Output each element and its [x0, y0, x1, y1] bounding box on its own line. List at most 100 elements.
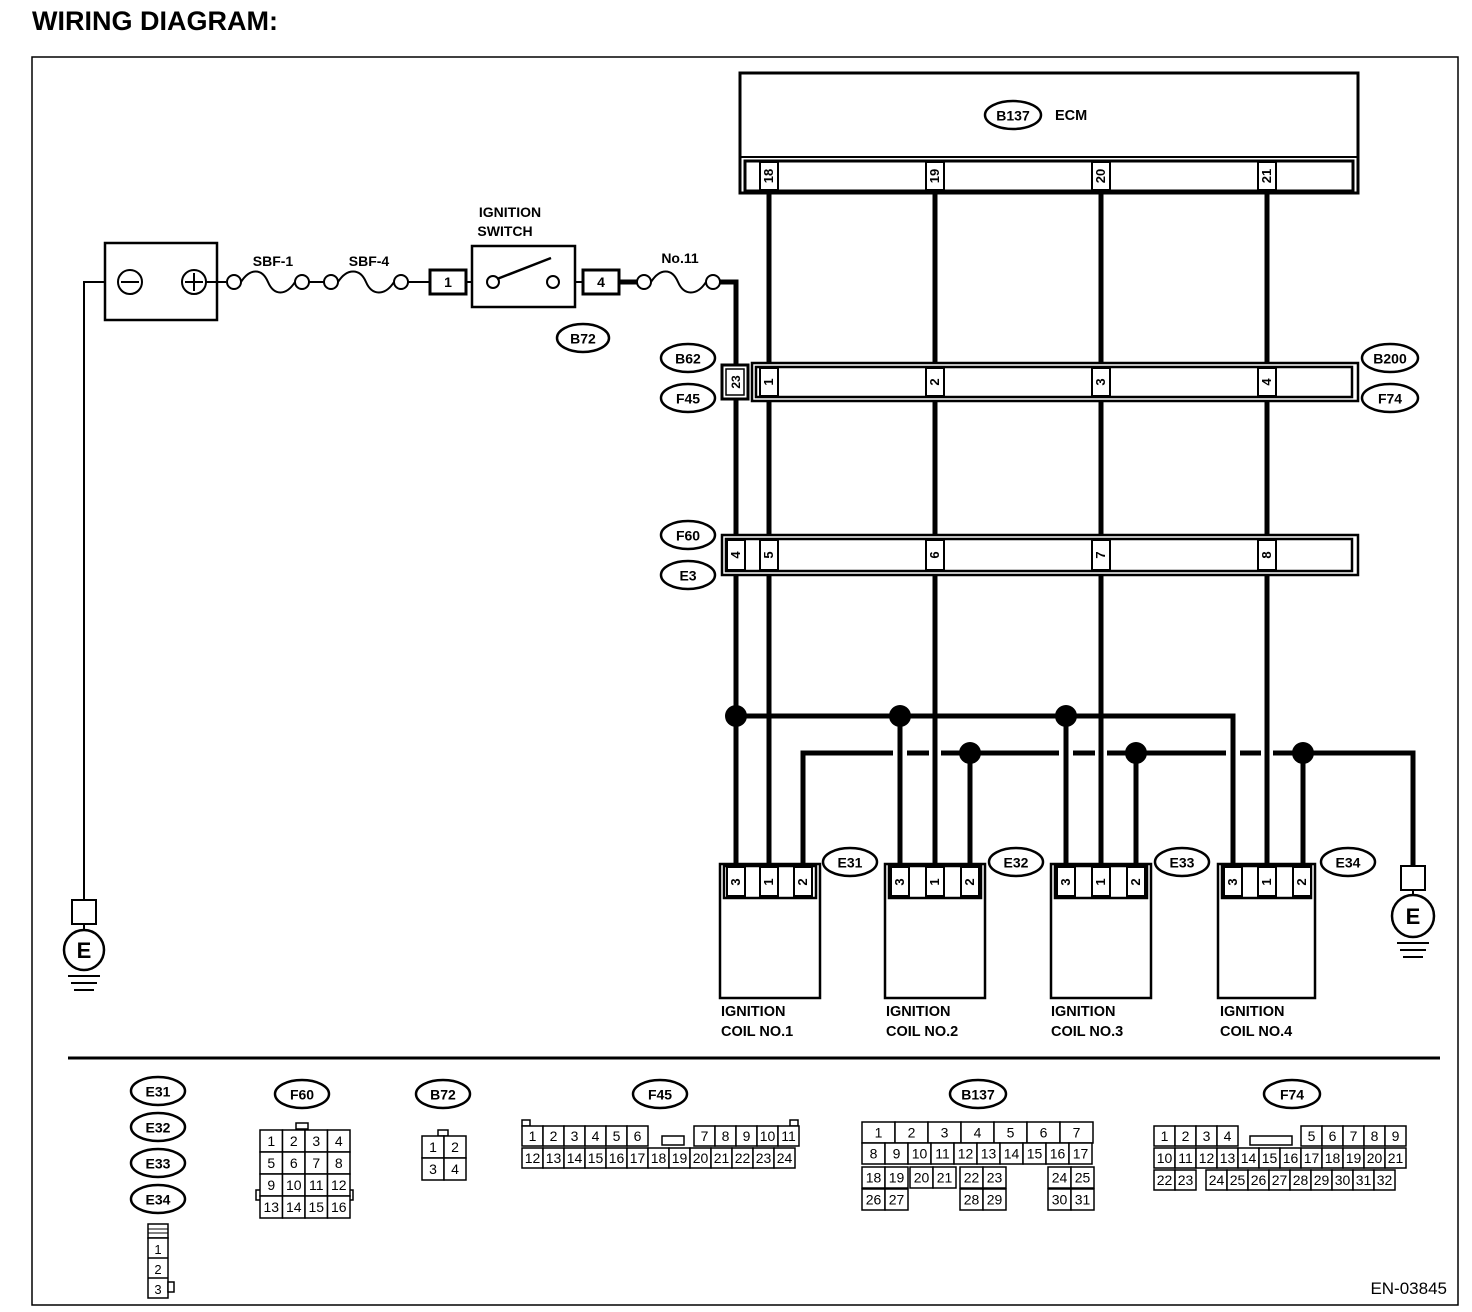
pin-number: 8	[870, 1146, 878, 1162]
power-bus-joints	[725, 705, 1077, 727]
pin-number: 16	[331, 1199, 347, 1215]
pin-number: 3	[312, 1133, 320, 1149]
legend-coil-connector: E31 E32 E33 E34 1 2 3	[129, 1075, 187, 1299]
ignition-switch: 1 4	[428, 244, 621, 309]
diagram-title: WIRING DIAGRAM:	[32, 6, 278, 36]
pin-number: 19	[672, 1150, 688, 1166]
pin-cell	[1384, 1125, 1407, 1147]
pin-cell	[884, 1166, 909, 1189]
pin-number: 7	[701, 1128, 709, 1144]
pin-number: 27	[889, 1192, 905, 1208]
pin-number: 24	[1052, 1170, 1068, 1186]
svg-text:3: 3	[1058, 878, 1073, 885]
pin-number: 19	[1346, 1150, 1362, 1166]
ignition-switch-pin-4: 4	[597, 274, 605, 290]
ignition-switch-pin-1: 1	[444, 274, 452, 290]
pin-number: 24	[1209, 1172, 1225, 1188]
svg-text:E31: E31	[146, 1084, 171, 1100]
pin-number: 4	[451, 1161, 459, 1177]
pin-cell	[982, 1166, 1007, 1189]
svg-text:B137: B137	[996, 108, 1030, 124]
joint2-pin-6: 6	[925, 539, 945, 571]
connector-tag-f45: F45	[659, 382, 717, 414]
coil-3-label-2: COIL NO.3	[1051, 1024, 1123, 1040]
pin-number: 1	[875, 1125, 883, 1141]
pin-number: 15	[1027, 1146, 1043, 1162]
coil-4-connector: E34	[1336, 855, 1361, 871]
pin-number: 7	[1073, 1125, 1081, 1141]
pin-number: 9	[267, 1177, 275, 1193]
pin-number: 24	[777, 1150, 793, 1166]
pin-number: 11	[781, 1128, 796, 1144]
svg-text:5: 5	[761, 551, 776, 558]
pin-number: 31	[1075, 1192, 1091, 1208]
pin-number: 1	[1161, 1128, 1169, 1144]
svg-text:F45: F45	[648, 1087, 672, 1103]
pin-number: 5	[613, 1128, 621, 1144]
svg-text:18: 18	[761, 169, 776, 183]
svg-text:1: 1	[1093, 878, 1108, 885]
pin-number: 3	[571, 1128, 579, 1144]
ground-left: E	[62, 899, 106, 991]
ecm-pin-18: 18	[759, 161, 779, 191]
svg-text:2: 2	[154, 1262, 161, 1277]
coil-4-label-2: COIL NO.4	[1220, 1024, 1292, 1040]
pin-cell	[932, 1166, 957, 1189]
svg-text:E32: E32	[146, 1120, 171, 1136]
pin-number: 9	[743, 1128, 751, 1144]
battery	[103, 241, 219, 322]
pin-number: 6	[634, 1128, 642, 1144]
pin-number: 17	[1304, 1150, 1320, 1166]
svg-text:F60: F60	[676, 528, 700, 544]
pin-number: 20	[914, 1170, 930, 1186]
pin-number: 10	[1157, 1150, 1173, 1166]
ecm-signal-wires	[766, 191, 1270, 864]
svg-text:E33: E33	[146, 1156, 171, 1172]
svg-text:B72: B72	[430, 1087, 456, 1103]
pin-cell	[1070, 1188, 1095, 1211]
pin-number: 2	[550, 1128, 558, 1144]
pin-cell	[1384, 1147, 1407, 1169]
joint1-power-pin: 23	[729, 375, 743, 389]
pin-number: 18	[866, 1170, 882, 1186]
diagram-code: EN-03845	[1370, 1279, 1447, 1298]
svg-text:B137: B137	[961, 1087, 995, 1103]
coil-3-label-1: IGNITION	[1051, 1004, 1115, 1020]
pin-number: 2	[290, 1133, 298, 1149]
joint2-pin-5: 5	[759, 539, 779, 571]
pin-number: 29	[1314, 1172, 1330, 1188]
svg-text:E3: E3	[679, 568, 696, 584]
pin-number: 13	[1220, 1150, 1236, 1166]
pin-number: 21	[937, 1170, 953, 1186]
pin-number: 1	[429, 1139, 437, 1155]
pin-number: 22	[964, 1170, 980, 1186]
pin-number: 13	[981, 1146, 997, 1162]
svg-text:3: 3	[1093, 378, 1108, 385]
power-line	[206, 270, 472, 294]
pin-number: 21	[714, 1150, 730, 1166]
coil-2-connector: E32	[1004, 855, 1029, 871]
pin-number: 17	[1073, 1146, 1089, 1162]
pin-cell	[1216, 1125, 1239, 1147]
pin-number: 4	[974, 1125, 982, 1141]
svg-text:2: 2	[1294, 878, 1309, 885]
pin-number: 15	[588, 1150, 604, 1166]
pin-number: 31	[1356, 1172, 1372, 1188]
pin-number: 13	[546, 1150, 562, 1166]
svg-text:E34: E34	[146, 1192, 171, 1208]
pin-number: 10	[760, 1128, 776, 1144]
power-bus	[736, 713, 1236, 864]
pin-number: 10	[912, 1146, 928, 1162]
pin-number: 15	[1262, 1150, 1278, 1166]
ecm-pin-20: 20	[1091, 161, 1111, 191]
ignition-coil-3: 3 1 2 E33 IGNITION COIL NO.3	[1049, 846, 1211, 1040]
svg-text:8: 8	[1259, 551, 1274, 558]
svg-text:F74: F74	[1280, 1087, 1304, 1103]
pin-number: 22	[1157, 1172, 1173, 1188]
ecm-pin-21: 21	[1257, 161, 1277, 191]
pin-number: 14	[1241, 1150, 1257, 1166]
